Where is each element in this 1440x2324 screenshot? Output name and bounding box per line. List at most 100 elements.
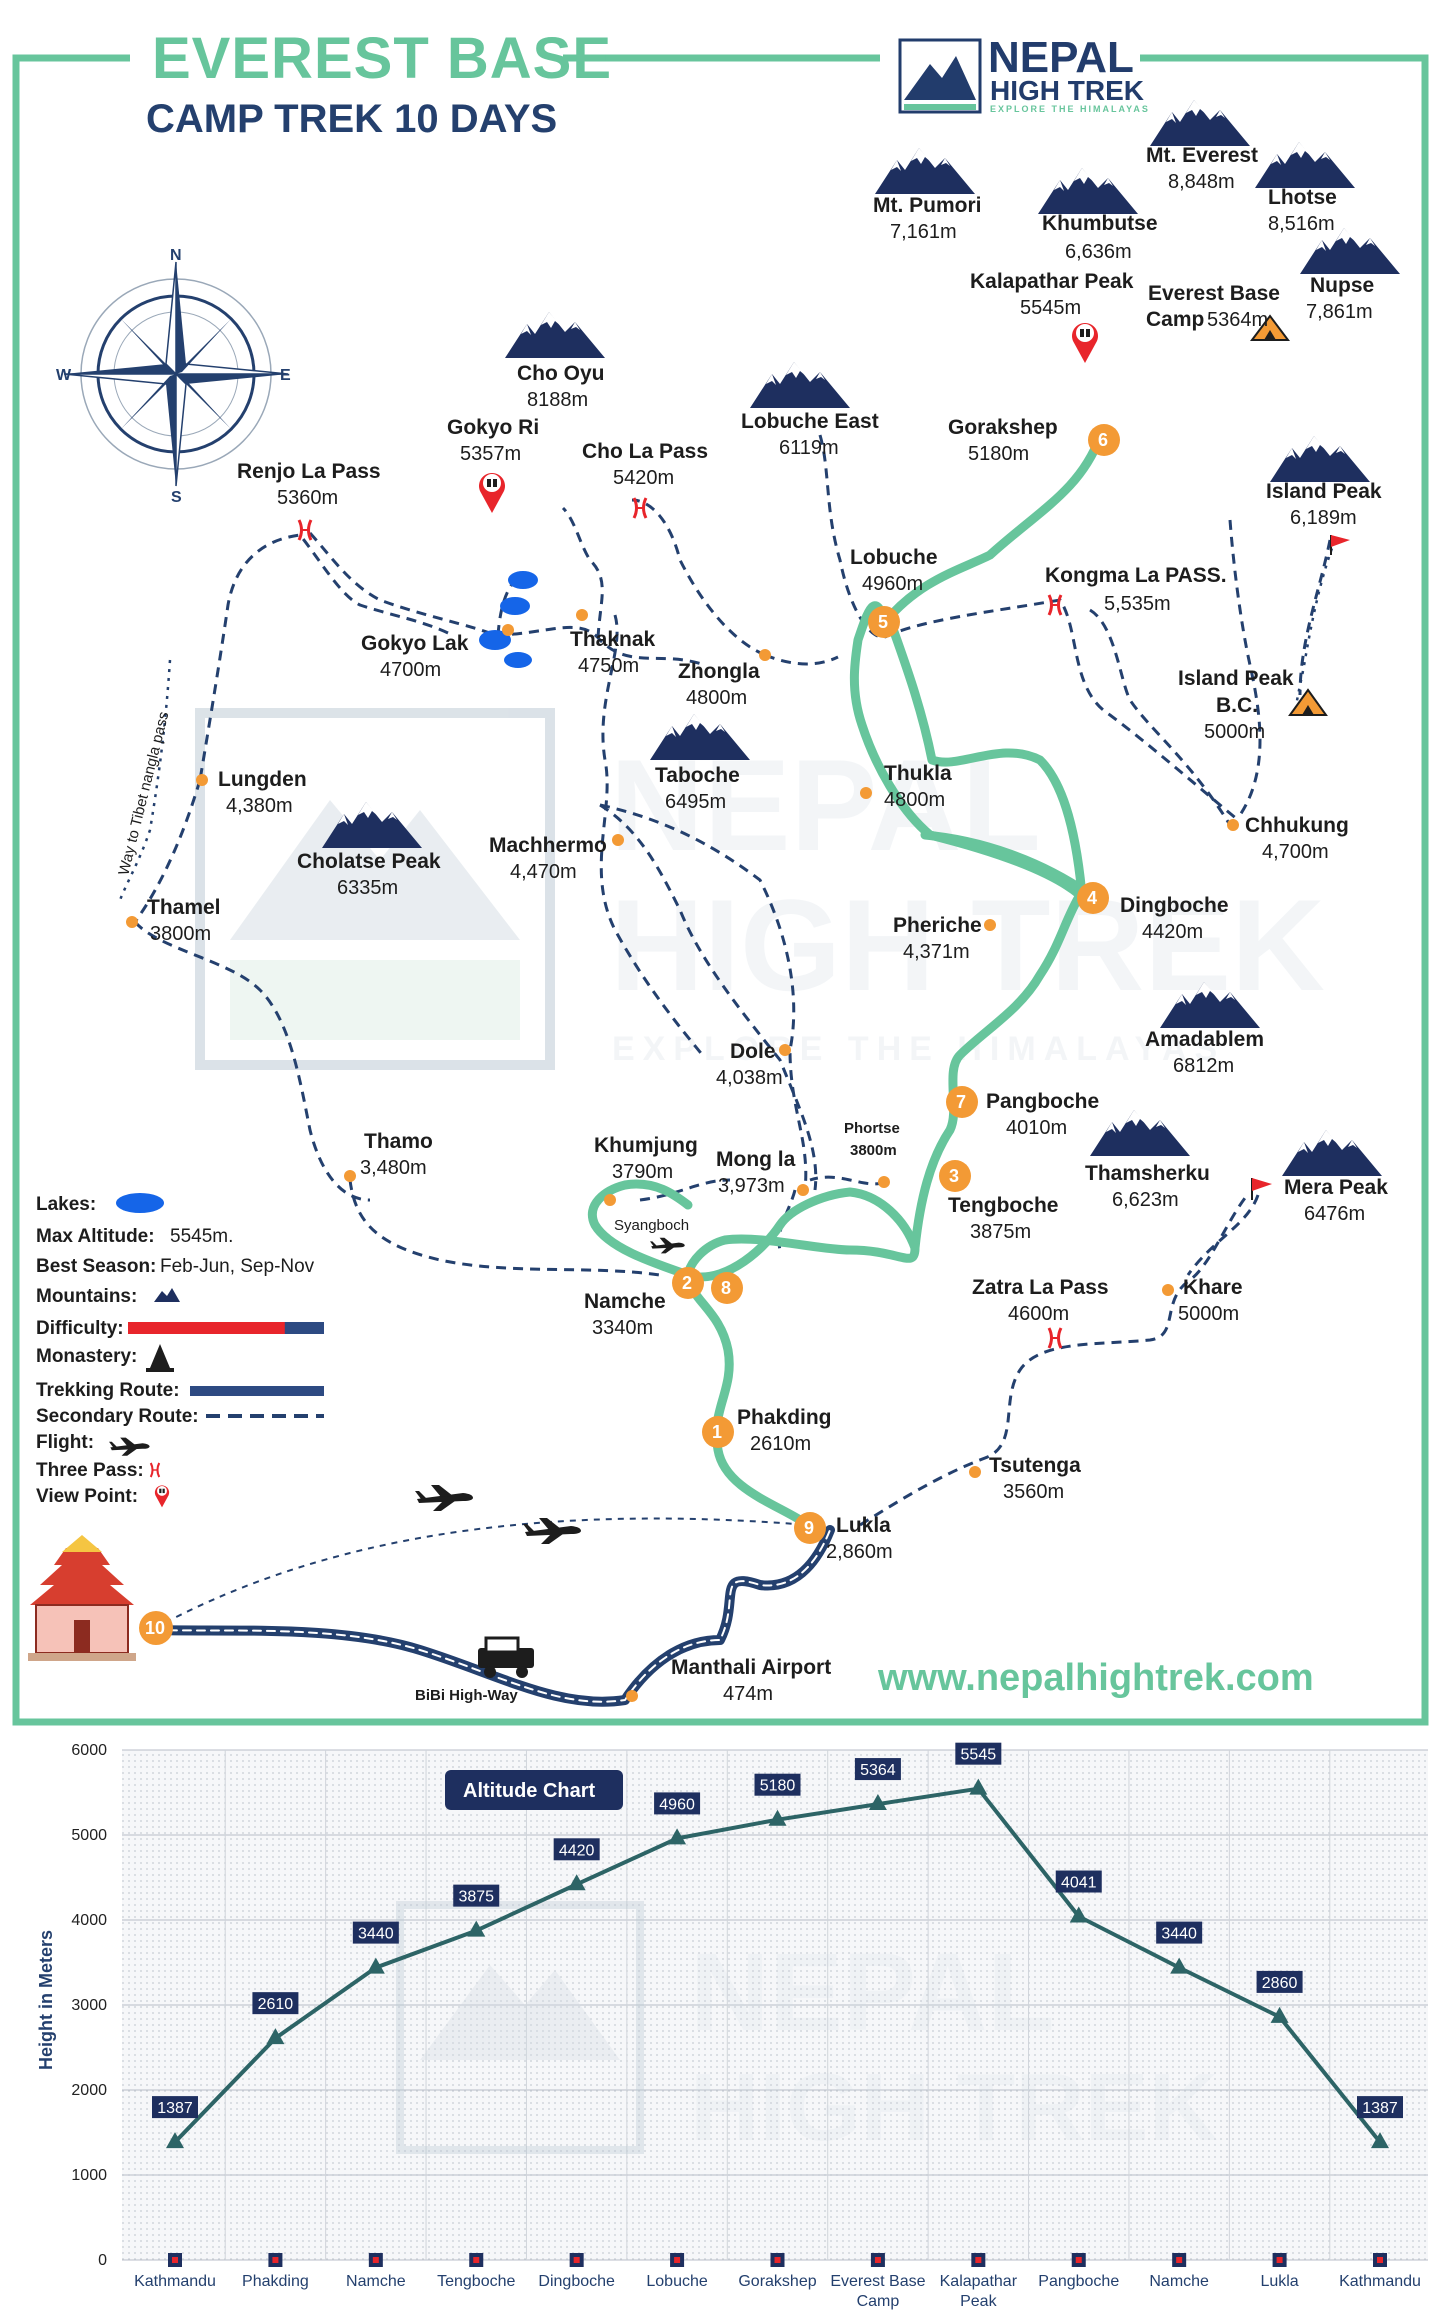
place-alt: 3,973m [718, 1175, 785, 1197]
mountain-lobuche-east: Lobuche East 6119m [741, 362, 879, 459]
mountain-name: Lhotse [1268, 186, 1337, 209]
compass-s: S [171, 489, 182, 506]
watermark-tagline: EXPLORE THE HIMALAYAS [612, 1030, 1225, 1068]
camp-tent-icon [1250, 314, 1290, 341]
legend-trekking-route: Trekking Route: [36, 1380, 180, 1401]
chart-x-tick-label: Namche [346, 2273, 406, 2290]
compass-e: E [280, 367, 291, 384]
flight-plane-icon [523, 1518, 581, 1544]
place-name: Thukla [884, 762, 952, 785]
place-alt: 2,860m [826, 1541, 893, 1563]
chart-data-point [1270, 2006, 1289, 2023]
place-name: Island Peak [1178, 667, 1294, 690]
watermark: NEPAL HIGH TREK EXPLORE THE HIMALAYAS [195, 708, 1325, 1070]
chart-data-point [1069, 1906, 1088, 1923]
chart-data-point [467, 1920, 486, 1937]
legend: Lakes: Max Altitude: 5545m. Best Season:… [36, 1193, 324, 1508]
place-zatra-la: Zatra La Pass 4600m [972, 1276, 1109, 1325]
legend-season: Best Season: [36, 1256, 156, 1277]
mountain-icon [1270, 436, 1370, 482]
difficulty-bar-fill [128, 1322, 285, 1334]
place-alt: 474m [723, 1683, 773, 1705]
place-name: Mong la [716, 1148, 796, 1171]
chart-data-label-box [1055, 1870, 1102, 1893]
place-name: Manthali Airport [671, 1656, 831, 1679]
legend-monastery: Monastery: [36, 1346, 137, 1367]
chart-data-label: 3440 [358, 1926, 394, 1943]
place-name: Everest Base [1148, 282, 1280, 305]
chart-x-tick-label: Pangboche [1038, 2273, 1119, 2290]
day-marker-6: 6 [1088, 424, 1120, 456]
place-alt: 5357m [460, 443, 521, 465]
chart-data-label-box [553, 1838, 600, 1861]
svg-text:1: 1 [712, 1422, 722, 1442]
place-name: Cho La Pass [582, 440, 708, 463]
chart-data-label-box [453, 1884, 500, 1907]
place-alt: 3560m [1003, 1481, 1064, 1503]
place-pheriche: Pheriche 4,371m [893, 914, 996, 963]
compass-n: N [170, 247, 182, 264]
legend-lakes: Lakes: [36, 1194, 96, 1215]
mountain-name: Island Peak [1266, 480, 1382, 503]
label-syangboch: Syangboch [614, 1217, 689, 1234]
place-phortse: Phortse 3800m [844, 1120, 900, 1188]
mountain-name: Mt. Pumori [873, 194, 982, 217]
place-tengboche: Tengboche 3875m [948, 1194, 1058, 1243]
place-name: Namche [584, 1290, 666, 1313]
chart-watermark-hightrek: HIGH TREK [690, 2054, 1218, 2161]
place-alt: 5,535m [1104, 593, 1171, 615]
chart-y-tick-label: 2000 [71, 2082, 107, 2099]
title-line1: EVEREST BASE [152, 26, 612, 91]
chart-x-tick-label: Peak [960, 2293, 997, 2310]
svg-text:8: 8 [721, 1278, 731, 1298]
flag-icon [1251, 1178, 1272, 1200]
brand-name-1: NEPAL [988, 33, 1134, 82]
chart-y-label: Height in Meters [36, 1930, 56, 2070]
place-name: Machhermo [489, 834, 607, 857]
place-alt: 3,480m [360, 1157, 427, 1179]
compass-rose: N S E W [56, 247, 291, 506]
place-khumjung: Khumjung 3790m [594, 1134, 698, 1206]
place-alt: 5360m [277, 487, 338, 509]
trekking-route-swatch [190, 1386, 324, 1396]
flight-icon [109, 1437, 150, 1456]
mountain-name: Taboche [655, 764, 740, 787]
pass-icon [149, 1461, 161, 1479]
syangboch-plane-icon [650, 1237, 685, 1254]
lake-icon [116, 1193, 164, 1213]
chart-x-tick-label: Gorakshep [738, 2273, 816, 2290]
place-kalapathar: Kalapathar Peak 5545m [970, 270, 1134, 319]
chart-title-box: Altitude Chart [445, 1770, 623, 1810]
place-alt: 4960m [862, 573, 923, 595]
place-name: Pangboche [986, 1090, 1099, 1113]
place-name: Dingboche [1120, 894, 1229, 917]
chart-data-label-box [152, 2096, 198, 2119]
mountain-island-peak: Island Peak 6,189m [1266, 436, 1382, 529]
chart-data-label: 5545 [961, 1747, 997, 1764]
day-marker-2: 2 [672, 1267, 704, 1299]
chart-data-point [969, 1778, 988, 1795]
chart-x-tick-label: Kathmandu [134, 2273, 216, 2290]
place-alt: 4700m [380, 659, 441, 681]
chart-data-label: 5180 [760, 1778, 796, 1795]
legend-season-value: Feb-Jun, Sep-Nov [160, 1256, 315, 1277]
mountain-name: Cholatse Peak [297, 850, 441, 873]
chart-x-tick-label: Namche [1149, 2273, 1209, 2290]
mountain-alt: 7,161m [890, 221, 957, 243]
secondary-routes [133, 434, 1332, 1527]
place-thaknak: Thaknak 4750m [570, 609, 656, 677]
chart-x-tick-label: Kathmandu [1339, 2273, 1421, 2290]
chart-y-tick-label: 3000 [71, 1997, 107, 2014]
place-name: Lukla [836, 1514, 891, 1537]
svg-text:7: 7 [956, 1092, 966, 1112]
place-name: Lungden [218, 768, 307, 791]
chart-watermark: NEPAL HIGH TREK [396, 1901, 1218, 2161]
place-name: Dole [730, 1040, 776, 1063]
chart-x-tick-dot [473, 2257, 480, 2263]
flight-plane-icon [415, 1485, 473, 1511]
chart-data-label-box [1256, 1970, 1303, 1993]
chart-x-tick-dot [1075, 2257, 1082, 2263]
chart-x-tick-label: Lukla [1260, 2273, 1298, 2290]
chart-data-point [768, 1809, 787, 1826]
chart-x-tick-label: Everest Base [830, 2273, 925, 2290]
